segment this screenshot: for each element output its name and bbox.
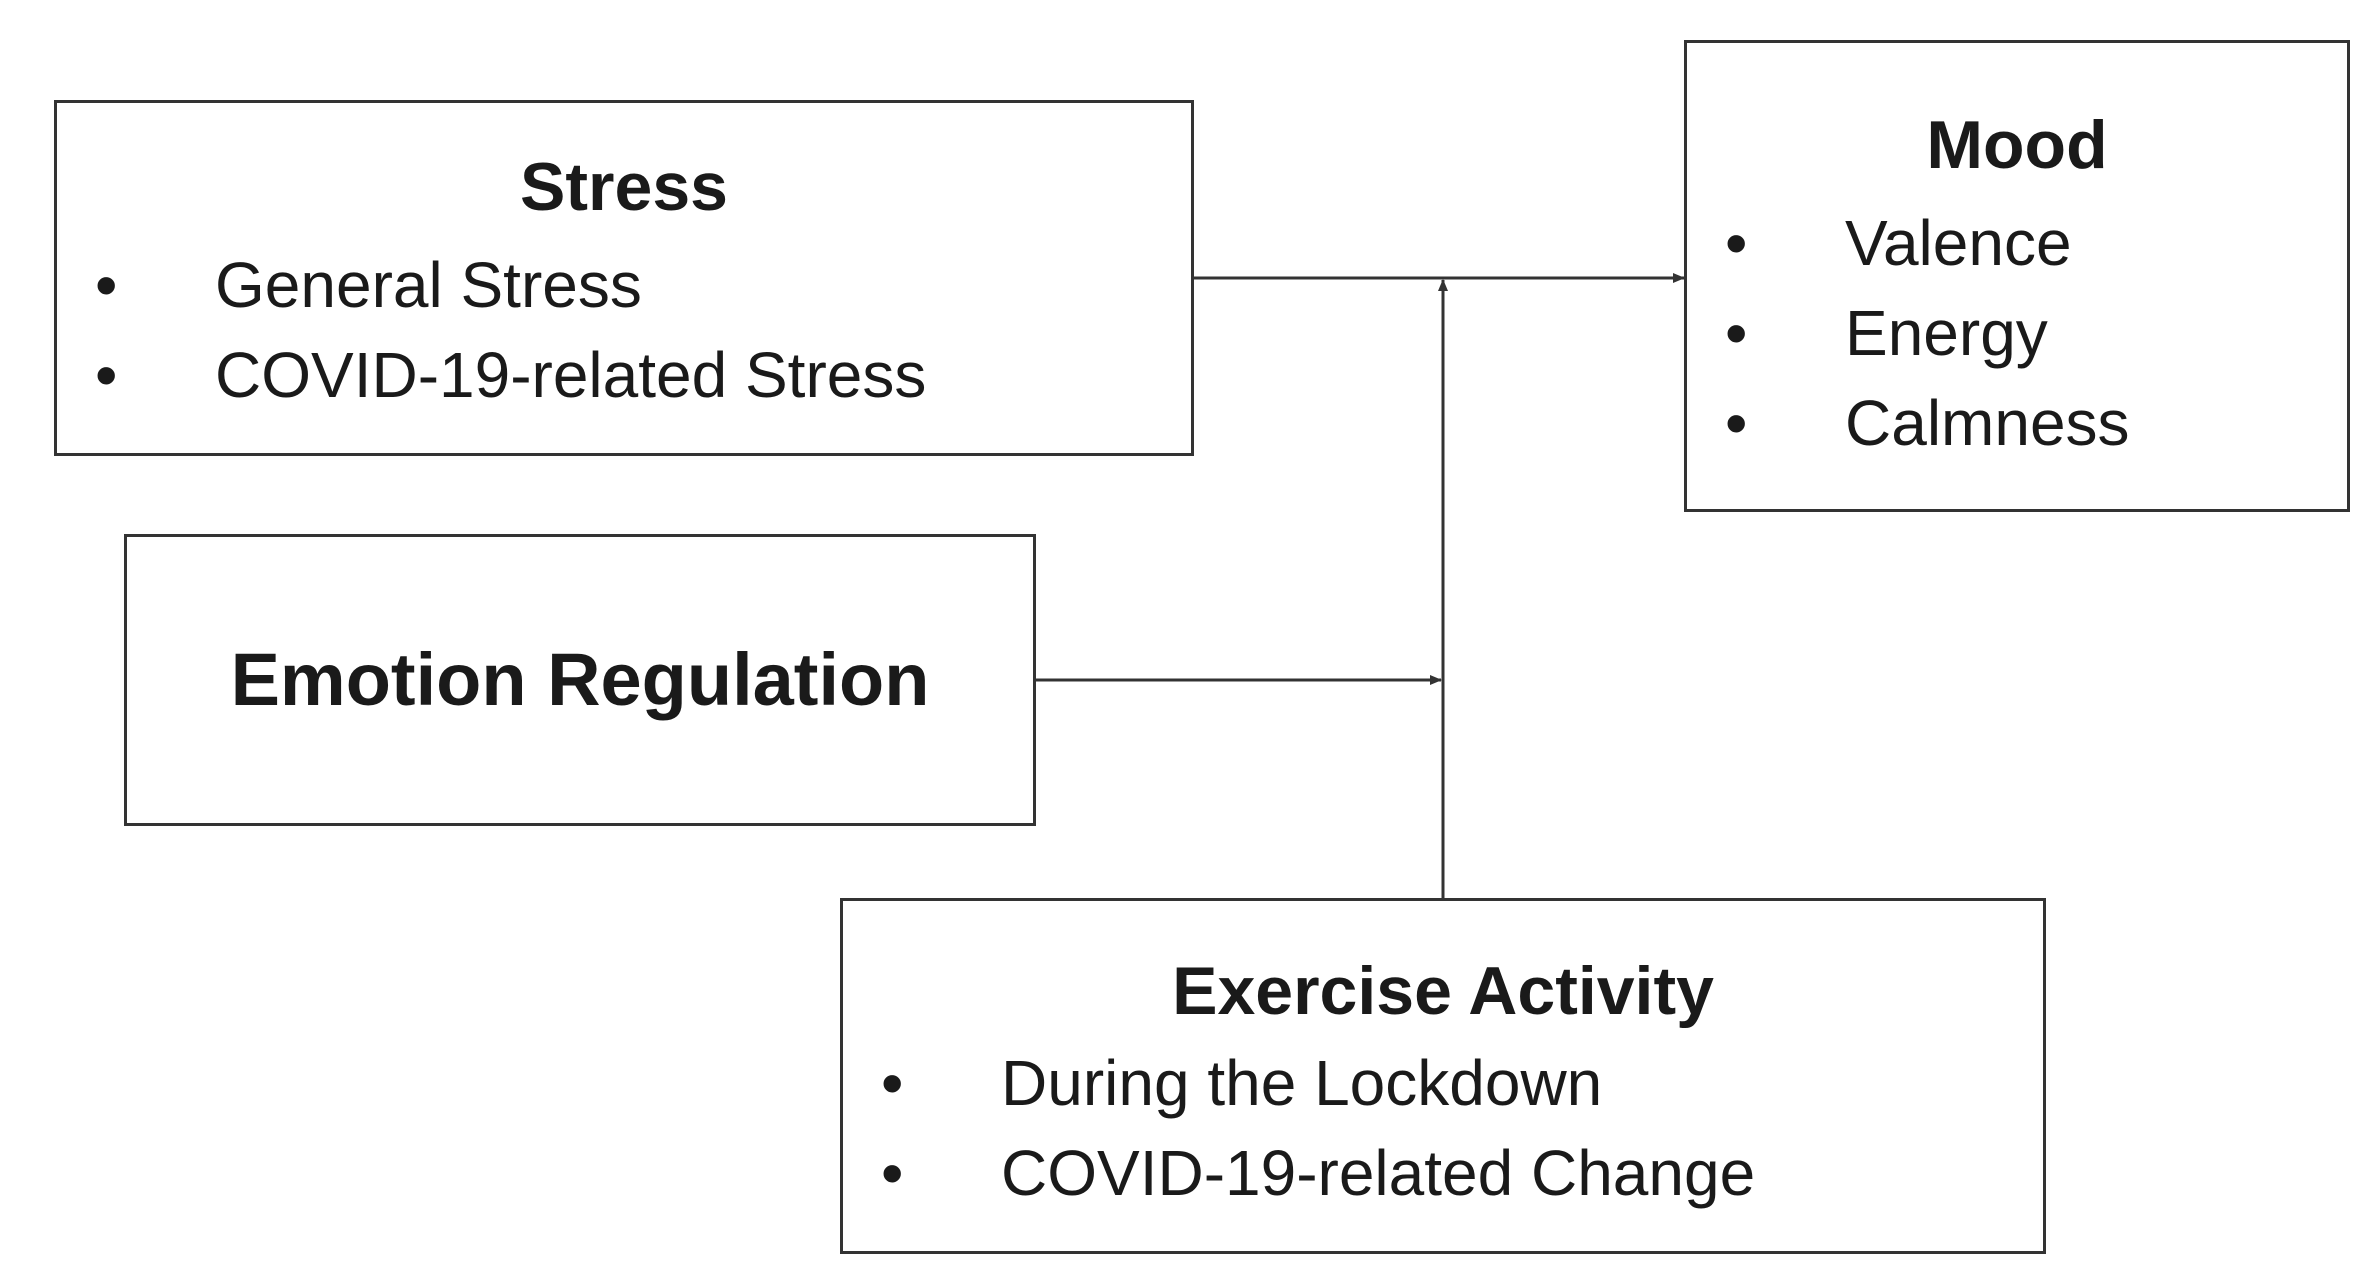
exercise-item-lockdown: During the Lockdown <box>1001 1047 1603 1119</box>
mood-box: Mood • Valence • Energy • Calmness <box>1684 40 2350 512</box>
exercise-activity-title: Exercise Activity <box>1172 953 1714 1029</box>
stress-item-covid: COVID-19-related Stress <box>215 339 927 411</box>
bullet: • <box>1725 387 1748 459</box>
bullet: • <box>881 1047 904 1119</box>
list-item: • Calmness <box>1687 391 2347 481</box>
bullet: • <box>1725 297 1748 369</box>
stress-title: Stress <box>520 149 728 225</box>
emotion-regulation-title: Emotion Regulation <box>230 638 930 721</box>
exercise-list: • During the Lockdown • COVID-19-related… <box>843 1051 2043 1231</box>
stress-list: • General Stress • COVID-19-related Stre… <box>57 253 1191 433</box>
mood-item-valence: Valence <box>1845 207 2072 279</box>
exercise-item-covid-change: COVID-19-related Change <box>1001 1137 1756 1209</box>
exercise-activity-box: Exercise Activity • During the Lockdown … <box>840 898 2046 1254</box>
bullet: • <box>95 339 118 411</box>
bullet: • <box>881 1137 904 1209</box>
emotion-regulation-box: Emotion Regulation <box>124 534 1036 826</box>
list-item: • Energy <box>1687 301 2347 391</box>
stress-item-general: General Stress <box>215 249 642 321</box>
bullet: • <box>1725 207 1748 279</box>
list-item: • During the Lockdown <box>843 1051 2043 1141</box>
mood-title: Mood <box>1926 107 2108 183</box>
list-item: • COVID-19-related Change <box>843 1141 2043 1231</box>
bullet: • <box>95 249 118 321</box>
list-item: • General Stress <box>57 253 1191 343</box>
list-item: • COVID-19-related Stress <box>57 343 1191 433</box>
mood-item-energy: Energy <box>1845 297 2048 369</box>
mood-list: • Valence • Energy • Calmness <box>1687 211 2347 481</box>
stress-box: Stress • General Stress • COVID-19-relat… <box>54 100 1194 456</box>
list-item: • Valence <box>1687 211 2347 301</box>
mood-item-calmness: Calmness <box>1845 387 2130 459</box>
